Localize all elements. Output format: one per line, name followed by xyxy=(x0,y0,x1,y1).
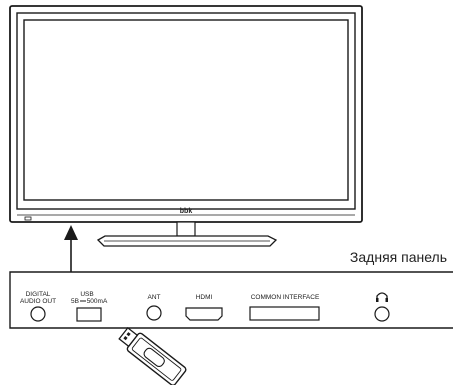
hdmi-port-icon xyxy=(185,307,223,321)
rear-panel-caption: Задняя панель xyxy=(350,249,447,265)
port-digital-audio-out: DIGITAL AUDIO OUT xyxy=(20,291,56,322)
tv-brand-logo: bbk xyxy=(180,208,193,215)
ci-label: COMMON INTERFACE xyxy=(251,294,320,301)
usb-flash-drive-icon xyxy=(118,326,187,385)
port-usb: USB 5В 500mA xyxy=(71,291,108,322)
usb-label-voltage: 5В xyxy=(71,298,79,305)
port-ant: ANT xyxy=(146,294,162,321)
power-indicator-icon xyxy=(24,216,32,221)
digital-audio-jack-icon xyxy=(30,306,46,322)
antenna-jack-icon xyxy=(146,305,162,321)
usb-label-line1: USB xyxy=(80,291,93,298)
usb-port-icon xyxy=(76,307,102,322)
rear-panel: DIGITAL AUDIO OUT USB 5В 500mA ANT HDMI … xyxy=(9,271,453,329)
connection-arrow xyxy=(64,225,78,272)
tv: bbk xyxy=(9,5,363,247)
digital-audio-label-line1: DIGITAL xyxy=(26,291,51,298)
port-hdmi: HDMI xyxy=(185,294,223,321)
hdmi-label: HDMI xyxy=(196,294,213,301)
digital-audio-label-line2: AUDIO OUT xyxy=(20,298,56,305)
tv-inner-bezel xyxy=(16,12,356,210)
usb-label-current: 500mA xyxy=(87,298,108,305)
ci-slot-icon xyxy=(249,306,320,321)
tv-stand-neck xyxy=(176,221,196,237)
port-headphone xyxy=(374,292,390,322)
headphone-icon xyxy=(376,292,388,300)
tv-screen xyxy=(23,19,349,201)
port-common-interface: COMMON INTERFACE xyxy=(249,294,320,321)
ant-label: ANT xyxy=(148,294,161,301)
rear-panel-outline xyxy=(9,271,453,329)
arrow-head-icon xyxy=(64,225,78,240)
headphone-jack-icon xyxy=(374,306,390,322)
